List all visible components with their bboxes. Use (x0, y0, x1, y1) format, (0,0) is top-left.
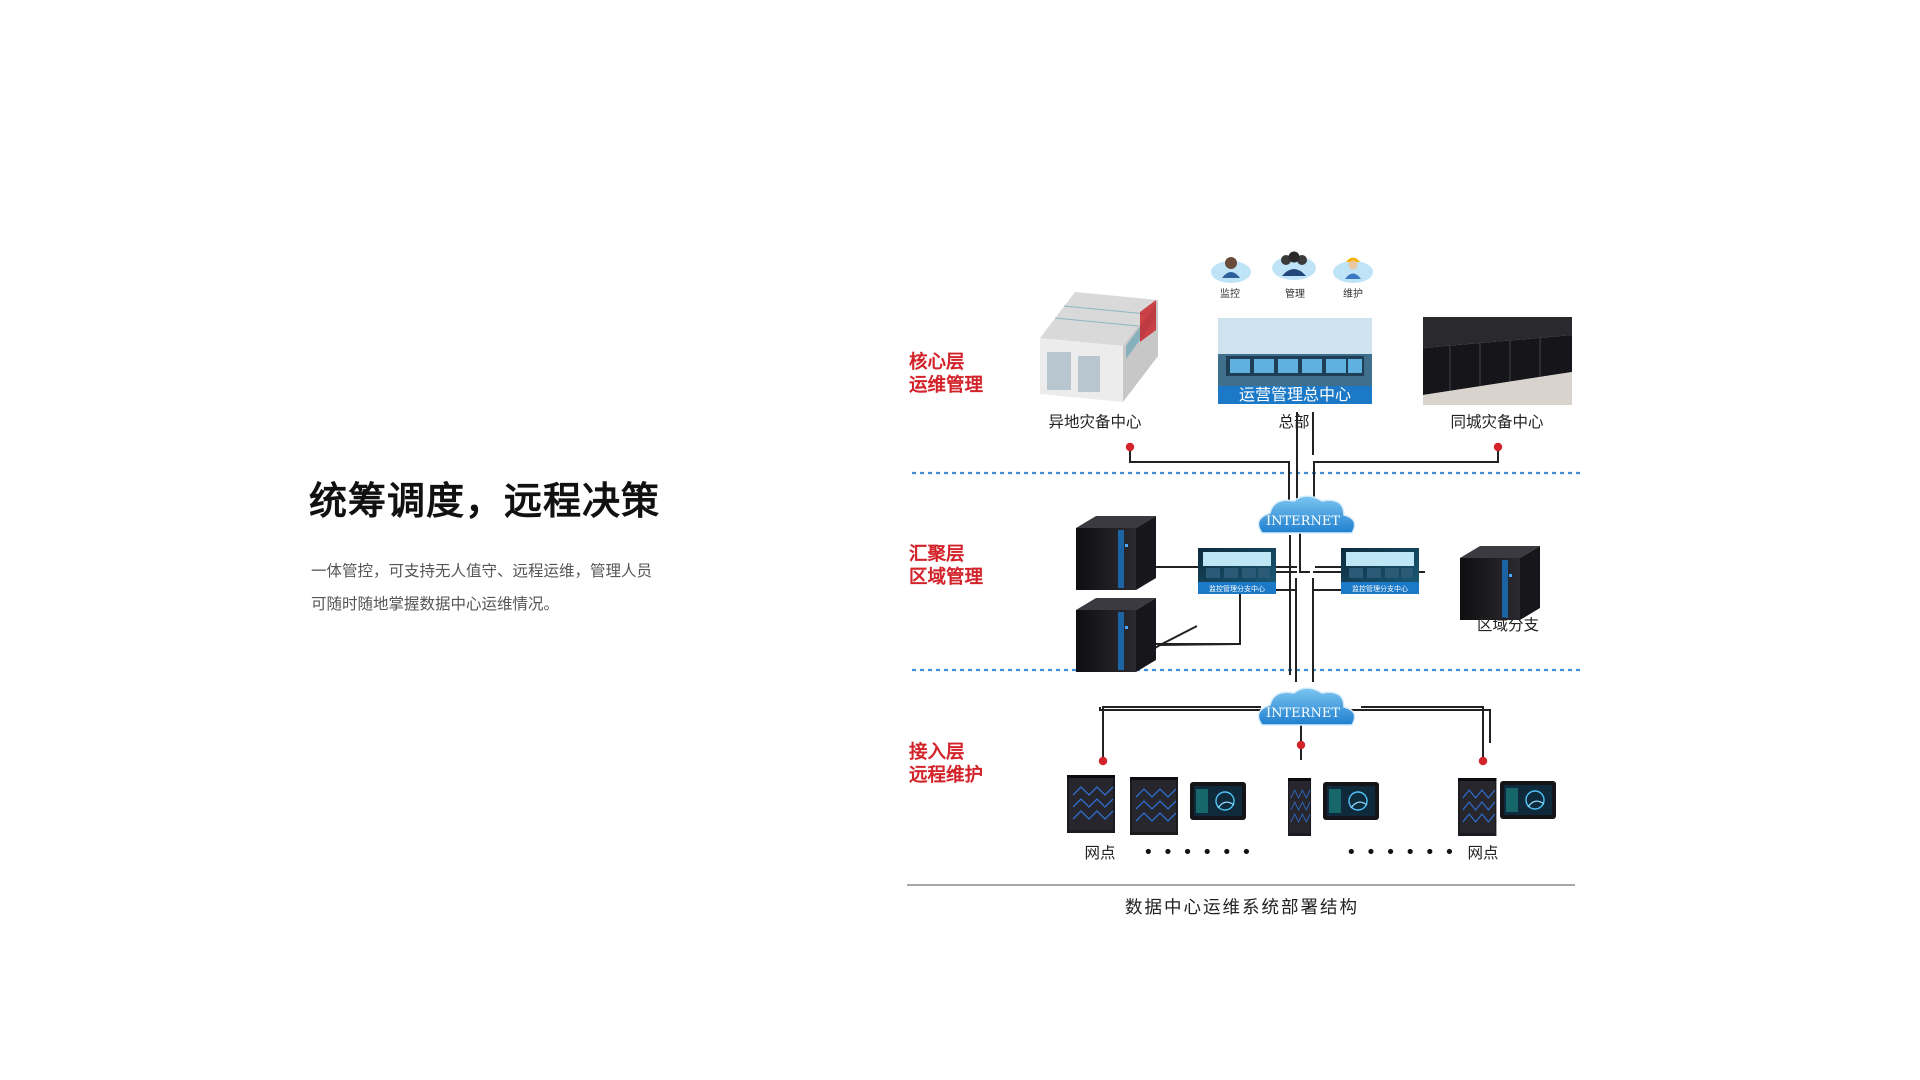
hq-ops-center-image: 运营管理总中心 (1218, 318, 1372, 404)
svg-text:远程维护: 远程维护 (909, 764, 983, 786)
region-branch-server-image (1460, 546, 1540, 620)
internet-label-bottom: INTERNET (1266, 706, 1340, 721)
role-monitor-label: 监控 (1220, 287, 1240, 300)
access-rack-3-image (1287, 777, 1312, 837)
access-tablet-3-image (1499, 780, 1557, 820)
access-ellipsis-left: •••••• (1143, 842, 1261, 863)
branch-monitor-center-left-image: 监控管理分支中心 (1198, 548, 1276, 594)
access-ellipsis-right: •••••• (1346, 842, 1464, 863)
role-monitor-icon (1211, 257, 1251, 283)
internet-label-top: INTERNET (1266, 514, 1340, 529)
svg-text:运维管理: 运维管理 (909, 374, 984, 396)
remote-dr-container-image (1040, 292, 1158, 402)
access-rack-1-image (1066, 774, 1116, 834)
branch-monitor-right-label: 监控管理分支中心 (1352, 584, 1408, 593)
svg-text:接入层: 接入层 (909, 741, 965, 763)
headline: 统筹调度，远程决策 (309, 479, 661, 523)
role-manage-label: 管理 (1285, 287, 1305, 300)
layer-core-label: 核心层 运维管理 (909, 351, 984, 396)
hq-banner-text: 运营管理总中心 (1239, 385, 1351, 404)
svg-text:区域管理: 区域管理 (909, 566, 984, 588)
access-tablet-2-image (1322, 781, 1380, 821)
layer-aggregation-label: 汇聚层 区域管理 (909, 544, 984, 588)
access-node-right-label: 网点 (1467, 844, 1498, 862)
description-line-1: 一体管控，可支持无人值守、远程运维，管理人员 (311, 562, 653, 580)
aggregation-server-1-image (1076, 516, 1156, 590)
core-node-hq: 总部 (1278, 413, 1309, 431)
branch-monitor-left-label: 监控管理分支中心 (1209, 584, 1265, 593)
branch-monitor-center-right-image: 监控管理分支中心 (1341, 548, 1419, 594)
access-tablet-1-image (1189, 781, 1247, 821)
description-line-2: 可随时随地掌握数据中心运维情况。 (311, 595, 560, 613)
internet-cloud-top-icon: INTERNET (1257, 495, 1356, 534)
diagram-caption: 数据中心运维系统部署结构 (1125, 898, 1359, 918)
aggregation-server-2-image (1076, 598, 1156, 672)
access-rack-4-image (1457, 777, 1498, 837)
core-node-same-city-dr: 同城灾备中心 (1450, 413, 1543, 431)
description: 一体管控，可支持无人值守、远程运维，管理人员 可随时随地掌握数据中心运维情况。 (311, 555, 731, 621)
svg-text:汇聚层: 汇聚层 (909, 544, 965, 565)
svg-text:核心层: 核心层 (909, 351, 965, 373)
layer-access-label: 接入层 远程维护 (909, 741, 983, 786)
role-manage-icon (1272, 251, 1316, 280)
internet-cloud-bottom-icon: INTERNET (1257, 687, 1356, 726)
core-node-remote-dr: 异地灾备中心 (1048, 413, 1141, 431)
access-rack-2-image (1129, 776, 1179, 836)
role-maintain-icon (1333, 257, 1373, 283)
access-node-left-label: 网点 (1084, 844, 1115, 862)
same-city-dr-hall-image (1423, 317, 1572, 405)
role-maintain-label: 维护 (1343, 287, 1363, 300)
region-branch-label: 区域分支 (1477, 616, 1539, 634)
